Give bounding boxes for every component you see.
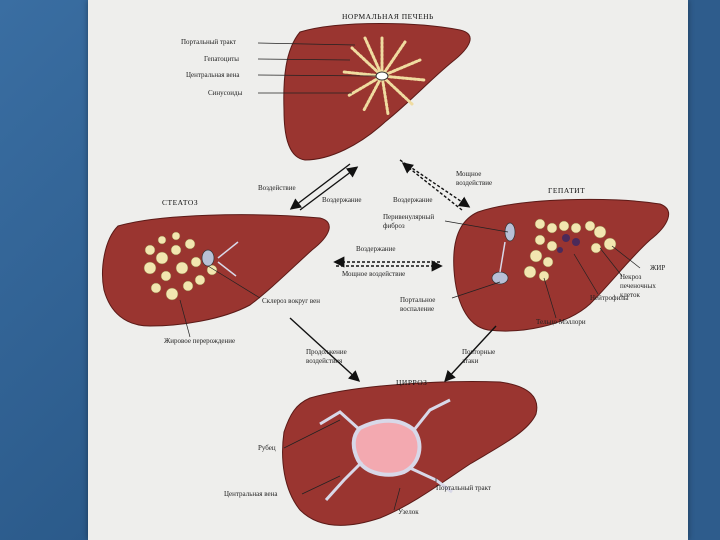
label-portal-inflammation: Портальное воспаление [400, 296, 452, 314]
cirrhosis-title: ЦИРРОЗ [396, 378, 427, 387]
label-perivenular-fibrosis: Перивенулярный фиброз [383, 213, 445, 231]
label-scar: Рубец [258, 444, 276, 452]
steatosis-liver [103, 215, 330, 337]
label-strong-exposure-2: Мощное воздействие [342, 270, 405, 278]
hepatitis-title: ГЕПАТИТ [548, 186, 585, 195]
label-sinusoids: Синусоиды [208, 89, 242, 97]
label-sclerosis: Склероз вокруг вен [262, 297, 320, 305]
label-fat: ЖИР [650, 264, 665, 272]
normal-liver [258, 24, 470, 161]
label-exposure: Воздействие [258, 184, 296, 192]
label-abstinence-3: Воздержание [356, 245, 396, 253]
label-strong-exposure-1: Мощное воздействие [456, 170, 508, 188]
label-hepatocytes: Гепатоциты [204, 55, 239, 63]
normal-liver-title: НОРМАЛЬНАЯ ПЕЧЕНЬ [342, 12, 434, 21]
label-necrosis: Некроз печеночных клеток [620, 273, 668, 300]
label-central-vein: Центральная вена [186, 71, 239, 79]
label-prolonged-exposure: Продолжение воздействия [306, 348, 372, 366]
hepatitis-liver [445, 199, 669, 331]
steatosis-title: СТЕАТОЗ [162, 198, 198, 207]
label-mallory-body: Тельцо Мэллори [536, 318, 586, 326]
label-repeated-attacks: Повторные атаки [462, 348, 512, 366]
cirrhosis-liver [283, 382, 537, 526]
label-cirrhosis-portal-tract: Портальный тракт [436, 484, 491, 492]
label-abstinence-1: Воздержание [322, 196, 362, 204]
regenerative-nodule [354, 421, 420, 475]
label-portal-tract: Портальный тракт [181, 38, 236, 46]
label-abstinence-2: Воздержание [393, 196, 433, 204]
label-fatty-degeneration: Жировое перерождение [164, 337, 235, 345]
central-vein-icon [376, 72, 388, 80]
label-node: Узелок [398, 508, 419, 516]
label-cirrhosis-central-vein: Центральная вена [224, 490, 277, 498]
